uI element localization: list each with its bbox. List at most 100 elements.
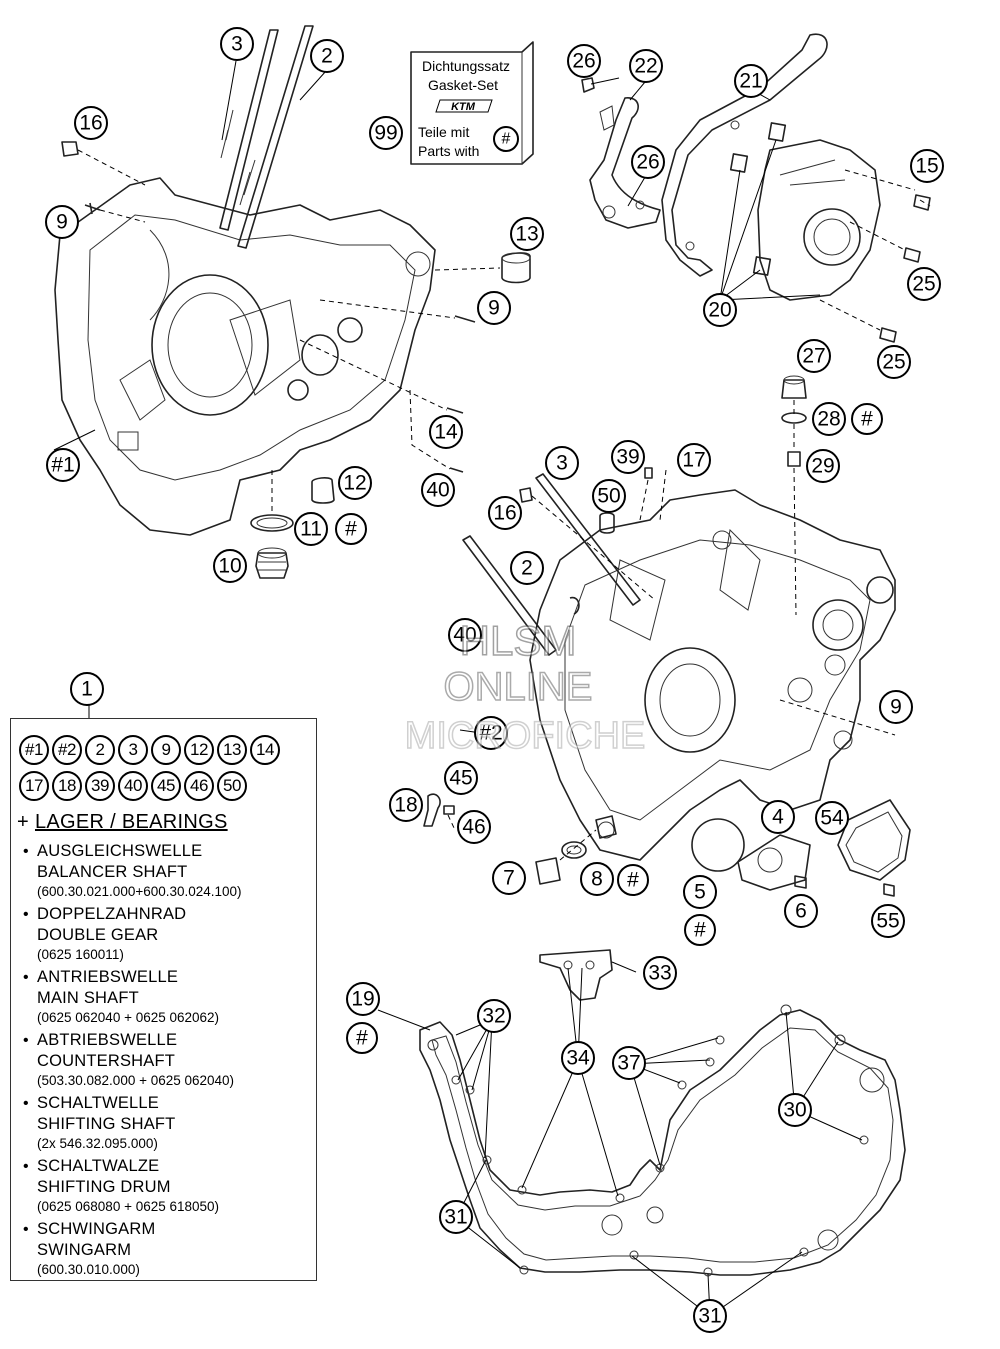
gasket-set-line2: Gasket-Set <box>428 77 498 93</box>
item-name-en: SHIFTING SHAFT <box>37 1115 176 1133</box>
badge: 14 <box>250 735 280 765</box>
callout-99: 99 <box>369 116 403 150</box>
svg-text:28: 28 <box>817 408 840 431</box>
item-name-de: SCHALTWALZE <box>37 1157 160 1175</box>
ktm-logo: KTM <box>435 99 493 113</box>
svg-text:31: 31 <box>444 1206 467 1229</box>
svg-text:34: 34 <box>566 1047 590 1070</box>
svg-text:26: 26 <box>636 151 659 174</box>
svg-text:39: 39 <box>616 446 639 469</box>
svg-text:10: 10 <box>218 555 241 578</box>
svg-text:26: 26 <box>572 50 595 73</box>
item-name-de: ABTRIEBSWELLE <box>37 1031 178 1049</box>
item-name-en: DOUBLE GEAR <box>37 926 159 944</box>
svg-text:50: 50 <box>597 485 620 508</box>
item-part-numbers: (600.30.010.000) <box>37 1262 140 1277</box>
svg-text:#2: #2 <box>479 722 502 745</box>
bullet-icon: • <box>23 843 29 860</box>
svg-text:11: 11 <box>300 518 322 541</box>
gasket-set-hash: # <box>493 126 519 152</box>
badge: 45 <box>151 771 181 801</box>
svg-text:33: 33 <box>648 962 671 985</box>
svg-text:HLSM: HLSM <box>460 617 577 664</box>
gasket-set-line3: Teile mit <box>418 124 469 140</box>
callout-hash-28: # <box>851 403 883 435</box>
item-name-de: AUSGLEICHSWELLE <box>37 842 203 860</box>
bearings-list: • AUSGLEICHSWELLE BALANCER SHAFT (600.30… <box>23 841 313 1282</box>
badge: #2 <box>52 735 82 765</box>
item-name-en: SWINGARM <box>37 1241 132 1259</box>
callout-5: 5 <box>683 875 717 909</box>
svg-text:6: 6 <box>795 900 807 923</box>
left-crankcase-half <box>54 177 436 536</box>
svg-text:#: # <box>502 131 511 148</box>
badge: 18 <box>52 771 82 801</box>
badge-row-2: 17 18 39 40 45 46 50 <box>19 771 311 801</box>
callout-16: 16 <box>74 106 108 140</box>
oil-screw-stack <box>781 375 807 616</box>
list-item: • ANTRIEBSWELLE MAIN SHAFT (0625 062040 … <box>23 967 313 1026</box>
svg-text:25: 25 <box>882 351 905 374</box>
bullet-icon: • <box>23 1032 29 1049</box>
callout-26: 26 <box>631 145 665 179</box>
bearings-title: +LAGER / BEARINGS <box>17 811 228 834</box>
callout-hash-11: # <box>335 513 367 545</box>
callout-15: 15 <box>910 149 944 183</box>
badge: 3 <box>118 735 148 765</box>
callout-27: 27 <box>797 339 831 373</box>
callout-55: 55 <box>871 904 905 938</box>
svg-text:#: # <box>345 518 357 541</box>
svg-text:16: 16 <box>79 112 102 135</box>
callout-17: 17 <box>677 443 711 477</box>
bullet-icon: • <box>23 1095 29 1112</box>
callout-29: 29 <box>806 449 840 483</box>
callout-18: 18 <box>389 788 423 822</box>
callout-hash-19: # <box>346 1022 378 1054</box>
item-part-numbers: (0625 160011) <box>37 947 124 962</box>
item-part-numbers: (0625 062040 + 0625 062062) <box>37 1010 220 1025</box>
plus-sign: + <box>17 811 29 833</box>
badge: 17 <box>19 771 49 801</box>
callout-hash-8: # <box>617 864 649 896</box>
gasket-set-box: Dichtungssatz Gasket-Set KTM Teile mit P… <box>410 41 534 165</box>
svg-text:99: 99 <box>374 122 397 145</box>
badge: 12 <box>184 735 214 765</box>
callout-26: 26 <box>567 44 601 78</box>
callout-33: 33 <box>643 956 677 990</box>
callout-2: 2 <box>310 39 344 73</box>
svg-text:54: 54 <box>820 807 844 830</box>
list-item: • SCHALTWELLE SHIFTING SHAFT (2x 546.32.… <box>23 1093 313 1152</box>
callout-9: 9 <box>45 205 79 239</box>
svg-text:15: 15 <box>915 155 938 178</box>
bullet-icon: • <box>23 969 29 986</box>
callout-30: 30 <box>778 1093 812 1127</box>
svg-text:13: 13 <box>515 223 538 246</box>
cover-parts-upper-right <box>581 33 931 343</box>
svg-text:3: 3 <box>556 452 568 475</box>
callout-10: 10 <box>213 549 247 583</box>
legend-box: #1 #2 2 3 9 12 13 14 17 18 39 40 45 46 5… <box>10 718 317 1281</box>
callout-54: 54 <box>815 801 849 835</box>
badge: 13 <box>217 735 247 765</box>
callout-9: 9 <box>879 690 913 724</box>
callout-6: 6 <box>784 894 818 928</box>
right-crankcase-half <box>529 489 896 861</box>
shaft-studs-center <box>462 467 667 656</box>
svg-text:#: # <box>356 1027 368 1050</box>
badge: 46 <box>184 771 214 801</box>
badge: 40 <box>118 771 148 801</box>
svg-text:2: 2 <box>521 557 533 580</box>
callout-31: 31 <box>693 1299 727 1333</box>
svg-text:55: 55 <box>876 910 899 933</box>
svg-text:MICROFICHE: MICROFICHE <box>405 715 646 757</box>
svg-text:21: 21 <box>739 70 762 93</box>
callout-25: 25 <box>877 345 911 379</box>
callout-4: 4 <box>761 800 795 834</box>
svg-text:27: 27 <box>802 345 825 368</box>
svg-text:3: 3 <box>231 33 243 56</box>
callout-8: 8 <box>580 862 614 896</box>
callout-34: 34 <box>561 1041 595 1075</box>
item-part-numbers: (2x 546.32.095.000) <box>37 1136 158 1151</box>
callout-22: 22 <box>629 49 663 83</box>
